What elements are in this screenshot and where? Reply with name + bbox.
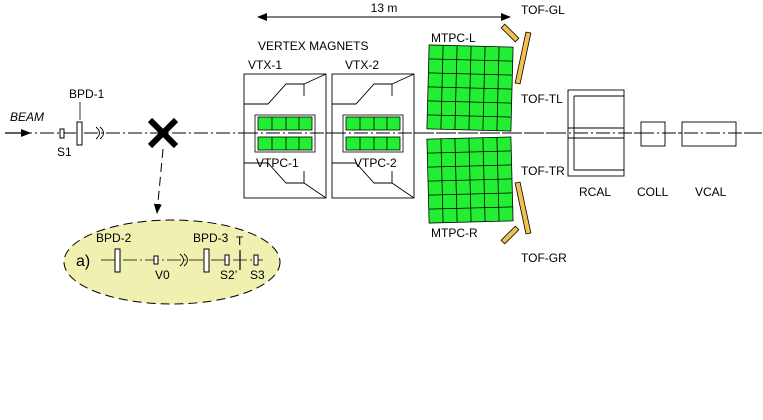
rcal-label: RCAL — [579, 185, 611, 199]
coll-label: COLL — [637, 185, 669, 199]
inset-break-symbol — [179, 253, 188, 267]
tofgl-label: TOF-GL — [521, 3, 565, 17]
bpd2-label: BPD-2 — [96, 231, 132, 245]
bpd2-detector — [114, 248, 121, 273]
beam-label: BEAM — [10, 110, 44, 124]
bpd1-detector — [76, 121, 83, 146]
vtx1-label: VTX-1 — [248, 58, 282, 72]
toftl-wall — [514, 31, 532, 85]
toftr-wall — [514, 181, 532, 235]
s2-label: S2’ — [220, 268, 237, 282]
tofgr-wall — [500, 225, 520, 245]
mtpcl-chamber — [426, 44, 514, 132]
vtpc1-label: VTPC-1 — [256, 156, 299, 170]
s3-counter — [253, 254, 259, 266]
vtpc1-chamber — [254, 114, 316, 153]
vtx2-label: VTX-2 — [345, 58, 379, 72]
bpd1-label: BPD-1 — [69, 87, 105, 101]
bpd3-label: BPD-3 — [193, 231, 229, 245]
vcal-calorimeter — [681, 121, 737, 147]
scale-bar: 13 m — [257, 1, 511, 21]
vtpc2-chamber — [342, 114, 404, 153]
tofgl-wall — [500, 23, 520, 43]
inset-pointer — [153, 148, 164, 214]
vtpc2-label: VTPC-2 — [354, 156, 397, 170]
v0-label: V0 — [155, 268, 170, 282]
s2-counter — [224, 254, 230, 266]
scale-label: 13 m — [371, 1, 398, 15]
tofgr-label: TOF-GR — [521, 251, 567, 265]
t-label: T — [236, 234, 244, 248]
mtpcr-chamber — [426, 136, 514, 224]
inset-beamline: a) BPD-2 V0 BPD-3 S2’ T S3 — [63, 219, 281, 305]
s1-counter — [59, 128, 65, 139]
axis-break-symbol — [95, 126, 104, 140]
toftl-label: TOF-TL — [521, 92, 563, 106]
s3-label: S3 — [250, 268, 265, 282]
mtpcr-label: MTPC-R — [431, 226, 478, 240]
inset-tag: a) — [76, 253, 90, 270]
coll-collimator — [640, 121, 666, 147]
v0-counter — [153, 255, 159, 265]
bpd3-detector — [203, 248, 210, 273]
tof-walls — [500, 23, 532, 245]
vertex-magnets-label: VERTEX MAGNETS — [258, 39, 368, 53]
mtpcl-label: MTPC-L — [431, 31, 476, 45]
target-cross-icon — [147, 117, 179, 149]
vcal-label: VCAL — [695, 185, 727, 199]
s1-label: S1 — [57, 145, 72, 159]
beam-arrow: BEAM — [5, 110, 44, 137]
toftr-label: TOF-TR — [521, 164, 565, 178]
